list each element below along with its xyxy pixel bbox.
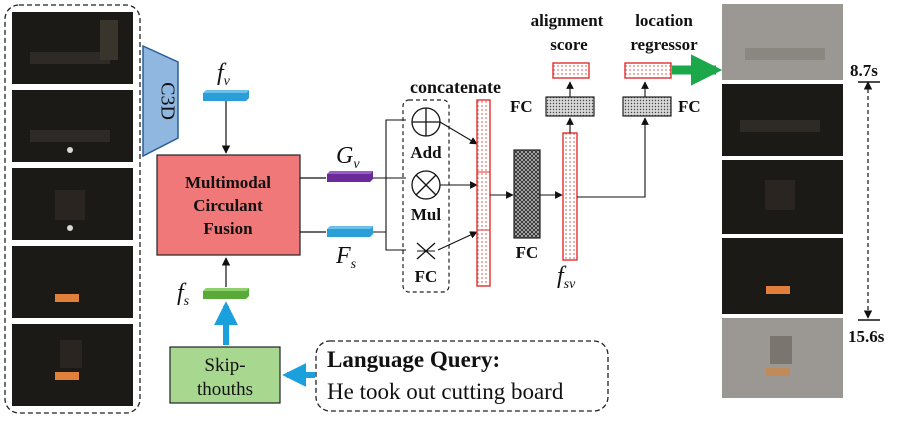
fsv-symbol: f [557, 263, 567, 289]
fusion-label-line3: Fusion [203, 219, 253, 238]
video-frame [722, 84, 843, 156]
fc-to-concat-arrow [437, 231, 478, 251]
concatenate-label: concatenate [410, 77, 501, 97]
fsv-label: fsv [557, 263, 576, 292]
encoder-label-line1: Skip- [204, 355, 245, 376]
Fs-label: Fs [335, 243, 357, 272]
input-video-frames [4, 4, 141, 414]
mul-op-icon [411, 170, 441, 200]
location-regressor-output [624, 62, 672, 79]
fc-hatched-layer [513, 149, 541, 239]
alignment-fc-layer [545, 96, 595, 117]
timeline: 8.7s 15.6s [848, 61, 885, 346]
location-fc-layer [622, 96, 672, 117]
gv-to-add-line [373, 119, 406, 179]
gv-subscript: v [353, 157, 360, 172]
add-op-icon [411, 107, 441, 137]
Fs-symbol: F [335, 243, 351, 269]
location-label-line1: location [635, 11, 693, 30]
gv-symbol: G [336, 143, 353, 169]
location-label-line2: regressor [630, 35, 698, 54]
fv-subscript: v [224, 74, 231, 89]
video-frame [722, 4, 843, 80]
gv-feature-bar [327, 171, 373, 182]
video-frame [12, 246, 133, 318]
query-title: Language Query: [327, 347, 500, 372]
fusion-label-line1: Multimodal [185, 173, 271, 192]
fv-feature-bar [203, 90, 249, 101]
fusion-label-line2: Circulant [193, 196, 263, 215]
fc-op-icon [416, 242, 436, 260]
c3d-label: C3D [156, 82, 178, 120]
video-frame [12, 168, 133, 240]
fs-label: fs [177, 280, 190, 309]
fc-op-label: FC [415, 267, 438, 286]
alignment-label-line1: alignment [531, 11, 604, 30]
add-to-concat-arrow [439, 121, 478, 145]
multimodal-circulant-fusion-box: Multimodal Circulant Fusion [156, 154, 301, 256]
query-text: He took out cutting board [327, 379, 564, 404]
add-op-label: Add [410, 143, 442, 162]
alignment-fc-label: FC [510, 97, 533, 116]
fusion-operations-box: Add Mul FC [402, 99, 450, 293]
Fs-to-fc-line [373, 231, 406, 251]
alignment-score-output [552, 62, 590, 79]
alignment-label-line2: score [550, 35, 588, 54]
fsv-feature-vector [562, 132, 578, 261]
mul-op-label: Mul [411, 205, 442, 224]
skip-thoughts-encoder-box: Skip- thouths [169, 346, 281, 404]
Fs-feature-bar [327, 226, 373, 237]
fs-symbol: f [177, 280, 187, 306]
fv-label: fv [217, 60, 231, 89]
fv-symbol: f [217, 60, 227, 86]
video-frame [722, 238, 843, 314]
video-frame [722, 318, 843, 398]
fsv-to-loc-fc-arrow [577, 117, 649, 198]
gv-label: Gv [336, 143, 360, 172]
timeline-start-label: 8.7s [850, 61, 878, 80]
concatenated-feature-vector [476, 99, 491, 287]
video-frame [12, 12, 133, 84]
video-frame [12, 324, 133, 406]
fsv-subscript: sv [564, 277, 576, 292]
output-video-frames [722, 4, 843, 398]
fc-mid-label: FC [516, 243, 539, 262]
frames-dashed-border [4, 4, 141, 414]
video-frame [12, 90, 133, 162]
c3d-encoder: C3D [142, 44, 179, 158]
language-query-box: Language Query: He took out cutting boar… [315, 340, 609, 412]
fs-subscript: s [184, 294, 190, 309]
fs-feature-bar [203, 288, 249, 299]
video-frame [722, 160, 843, 234]
encoder-label-line2: thouths [197, 379, 253, 400]
timeline-end-label: 15.6s [848, 327, 885, 346]
Fs-subscript: s [351, 257, 357, 272]
location-fc-label: FC [678, 97, 701, 116]
